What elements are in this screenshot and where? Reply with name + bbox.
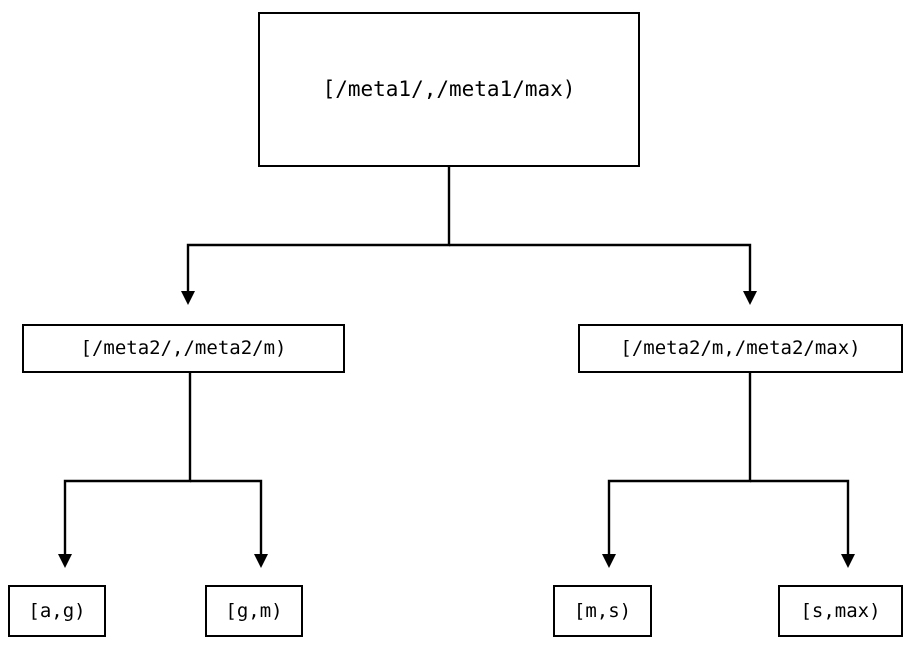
tree-node-root-label: [/meta1/,/meta1/max) — [322, 77, 576, 101]
tree-node-leaf-ms-label: [m,s) — [573, 599, 632, 622]
edge-root-to-mid-right — [449, 243, 757, 305]
tree-node-leaf-ag[interactable]: [a,g) — [8, 585, 106, 637]
tree-node-leaf-gm[interactable]: [g,m) — [205, 585, 303, 637]
arrowhead-icon — [743, 291, 757, 305]
tree-node-mid-right-label: [/meta2/m,/meta2/max) — [620, 337, 861, 359]
tree-node-mid-left[interactable]: [/meta2/,/meta2/m) — [22, 324, 345, 373]
tree-node-leaf-smax-label: [s,max) — [800, 599, 881, 622]
arrowhead-icon — [181, 291, 195, 305]
edge-root-to-mid-left — [181, 167, 451, 305]
arrowhead-icon — [58, 554, 72, 568]
edge-mid-right-to-leaf-ms — [602, 373, 752, 568]
arrowhead-icon — [254, 554, 268, 568]
arrowhead-icon — [841, 554, 855, 568]
tree-node-mid-right[interactable]: [/meta2/m,/meta2/max) — [578, 324, 903, 373]
edge-mid-left-to-leaf-ag — [58, 373, 192, 568]
tree-node-mid-left-label: [/meta2/,/meta2/m) — [80, 337, 287, 359]
tree-node-leaf-ms[interactable]: [m,s) — [553, 585, 652, 637]
tree-node-leaf-ag-label: [a,g) — [28, 599, 86, 622]
tree-node-leaf-smax[interactable]: [s,max) — [778, 585, 903, 637]
tree-node-root[interactable]: [/meta1/,/meta1/max) — [258, 12, 640, 167]
edge-mid-left-to-leaf-gm — [190, 479, 268, 568]
edge-mid-right-to-leaf-smax — [750, 479, 855, 568]
arrowhead-icon — [602, 554, 616, 568]
tree-node-leaf-gm-label: [g,m) — [225, 599, 283, 622]
